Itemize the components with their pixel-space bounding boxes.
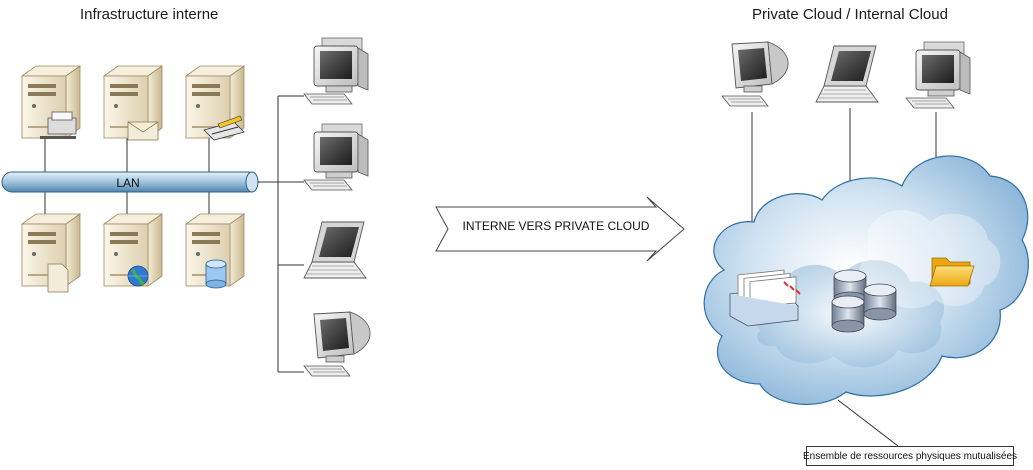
server-file — [21, 213, 81, 293]
desktop-cloud-client — [905, 41, 971, 109]
server-connectors — [44, 138, 210, 214]
resources-note-label: Ensemble de ressources physiques mutuali… — [803, 450, 1017, 462]
storage-icon — [831, 269, 897, 333]
resources-note: Ensemble de ressources physiques mutuali… — [803, 446, 1017, 466]
arrow-label: INTERNE VERS PRIVATE CLOUD — [462, 219, 650, 233]
client-tree — [258, 95, 304, 373]
folder-icon — [929, 257, 975, 287]
laptop-cloud-client — [815, 45, 879, 103]
mail-icon — [729, 269, 801, 327]
desktop-pc-2 — [303, 123, 369, 191]
note-pointer — [837, 399, 899, 447]
server-database — [185, 213, 245, 289]
document-icon — [47, 263, 69, 293]
right-title: Private Cloud / Internal Cloud — [752, 6, 948, 23]
server-pos — [185, 65, 245, 141]
laptop-1 — [303, 221, 367, 279]
migration-arrow — [435, 196, 685, 262]
printer-icon — [40, 111, 77, 139]
lan-label: LAN — [116, 176, 139, 190]
server-web — [103, 213, 163, 287]
envelope-icon — [127, 121, 159, 141]
lan-bus: LAN — [1, 171, 259, 193]
desktop-pc-1 — [303, 37, 369, 105]
crt-cloud-client — [721, 41, 789, 107]
crt-workstation-1 — [303, 311, 371, 377]
database-icon — [205, 259, 227, 289]
card-reader-icon — [203, 115, 245, 141]
server-print — [21, 65, 81, 139]
left-title: Infrastructure interne — [80, 6, 219, 23]
globe-icon — [127, 265, 149, 287]
server-fax — [103, 65, 163, 141]
